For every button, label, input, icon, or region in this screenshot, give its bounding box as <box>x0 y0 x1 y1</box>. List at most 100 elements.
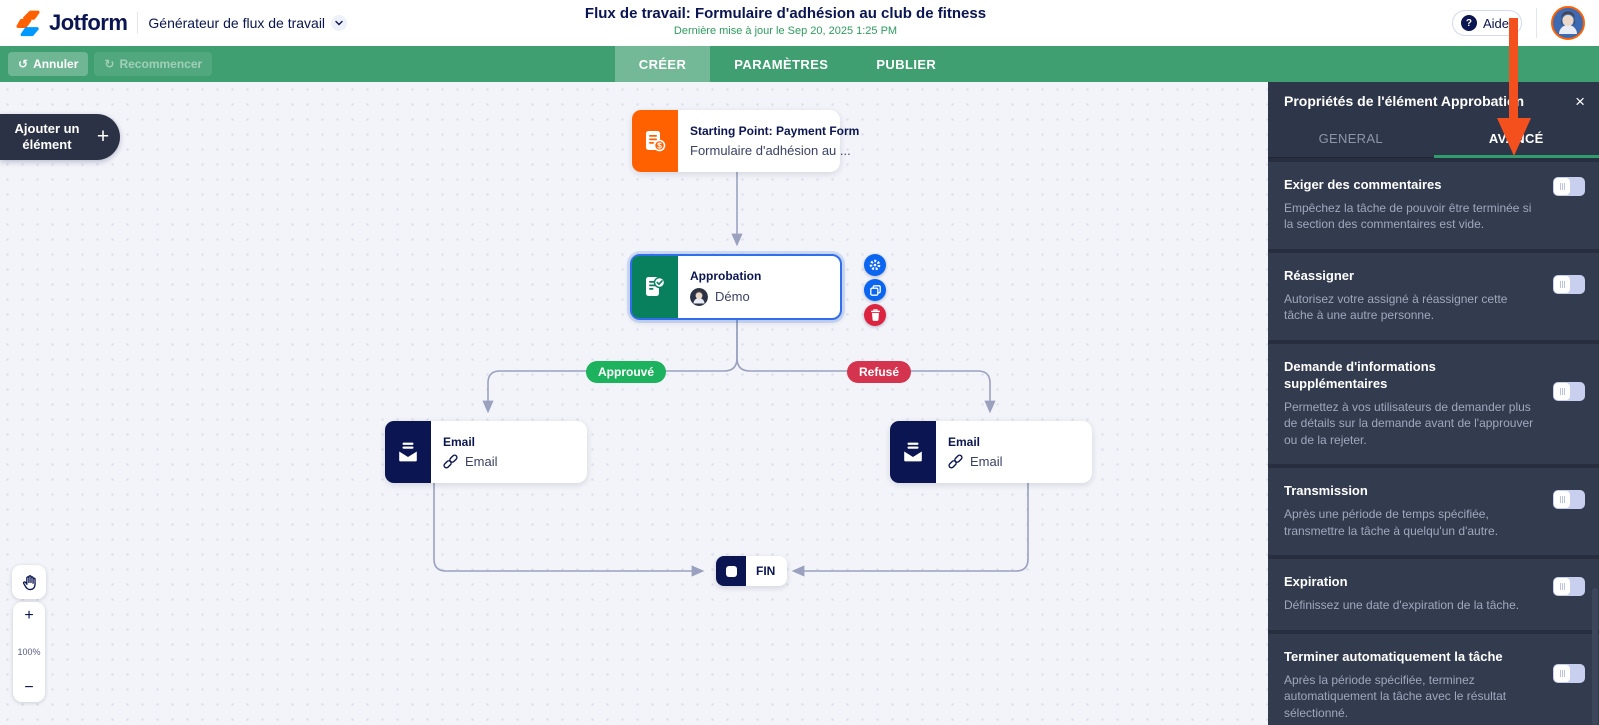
toggle-reassign[interactable] <box>1553 274 1585 294</box>
node-start-payment-form[interactable]: $ Starting Point: Payment Form Formulair… <box>632 110 860 172</box>
undo-icon: ↺ <box>18 57 29 71</box>
email-icon <box>385 421 431 483</box>
toggle-require-comments[interactable] <box>1553 177 1585 196</box>
email-node-title: Email <box>948 435 981 449</box>
jotform-logo[interactable]: Jotform <box>14 9 128 37</box>
node-email-approved[interactable]: Email Email <box>385 421 587 483</box>
copy-icon <box>869 284 881 296</box>
top-header: Jotform Générateur de flux de travail Fl… <box>0 0 1599 46</box>
trash-icon <box>870 309 880 321</box>
setting-title: Réassigner <box>1284 267 1355 283</box>
tab-general[interactable]: GENERAL <box>1318 131 1383 146</box>
properties-panel-title: Propriétés de l'élément Approbation <box>1284 93 1525 109</box>
email-icon <box>890 421 936 483</box>
setting-description: Définissez une date d'expiration de la t… <box>1284 598 1520 613</box>
app-switcher[interactable]: Générateur de flux de travail <box>148 15 348 31</box>
tab-publier[interactable]: PUBLIER <box>876 56 937 72</box>
mode-tabs: CRÉER PARAMÈTRES PUBLIER <box>614 46 960 82</box>
setting-description: Empêchez la tâche de pouvoir être termin… <box>1284 200 1532 232</box>
hand-icon <box>23 574 36 590</box>
toggle-expiration[interactable] <box>1553 577 1585 597</box>
node-approval[interactable]: Approbation Démo <box>630 254 842 320</box>
setting-description: Après une période de temps spécifiée, tr… <box>1284 507 1499 538</box>
payment-form-icon: $ <box>632 110 678 172</box>
setting-reassign: Réassigner Autorisez votre assigné à réa… <box>1268 252 1599 340</box>
setting-auto-complete: Terminer automatiquement la tâche Après … <box>1268 633 1599 725</box>
user-avatar[interactable] <box>1551 6 1585 40</box>
approval-node-title: Approbation <box>690 268 762 283</box>
flow-title-block: Flux de travail: Formulaire d'adhésion a… <box>585 5 986 37</box>
zoom-controls: + 100% − <box>13 602 45 702</box>
builder-toolbar: ↺ Annuler ↻ Recommencer CRÉER PARAMÈTRES… <box>0 46 1599 82</box>
tab-avance[interactable]: AVANCÉ <box>1433 120 1599 158</box>
assignee-name: Démo <box>715 289 750 304</box>
page-title: Flux de travail: Formulaire d'adhésion a… <box>584 5 987 22</box>
gear-icon <box>869 259 881 271</box>
header-divider <box>137 12 139 34</box>
plus-icon: + <box>96 125 110 148</box>
undo-button[interactable]: ↺ Annuler <box>8 52 89 76</box>
last-updated-label: Dernière mise à jour le Sep 20, 2025 1:2… <box>673 25 898 37</box>
end-stop-icon <box>716 556 746 586</box>
end-node-label: FIN <box>756 564 776 578</box>
node-end[interactable]: FIN <box>716 556 788 586</box>
email-node-title: Email <box>443 435 476 449</box>
setting-require-comments: Exiger des commentaires Empêchez la tâch… <box>1268 162 1599 249</box>
add-element-button[interactable]: Ajouter un élément + <box>0 114 120 160</box>
start-node-title: Starting Point: Payment Form <box>690 124 860 138</box>
zoom-level-label: 100% <box>17 647 41 657</box>
avatar-illustration <box>1553 8 1583 38</box>
settings-list: Exiger des commentaires Empêchez la tâch… <box>1268 162 1599 725</box>
svg-text:$: $ <box>657 141 662 151</box>
redo-icon: ↻ <box>104 57 115 71</box>
pan-tool-button[interactable] <box>12 565 46 599</box>
link-icon <box>443 454 458 469</box>
properties-tabs: GENERAL AVANCÉ <box>1268 120 1599 158</box>
setting-title: Exiger des commentaires <box>1284 177 1442 192</box>
setting-request-more-info: Demande d'informations supplémentaires P… <box>1268 343 1599 465</box>
node-action-buttons <box>864 254 886 326</box>
branch-label-approved: Approuvé <box>586 361 667 383</box>
setting-title: Transmission <box>1284 483 1368 499</box>
tab-parametres[interactable]: PARAMÈTRES <box>734 56 829 72</box>
branch-label-rejected: Refusé <box>847 361 912 383</box>
workflow-connectors <box>433 172 1029 577</box>
email-link-label: Email <box>970 454 1003 469</box>
node-duplicate-button[interactable] <box>864 279 886 301</box>
setting-title: Terminer automatiquement la tâche <box>1284 648 1503 664</box>
add-element-label: Ajouter un élément <box>14 120 80 152</box>
link-icon <box>948 454 963 469</box>
panel-scrollbar[interactable] <box>1592 588 1598 725</box>
email-link-label: Email <box>465 454 498 469</box>
jotform-logo-text: Jotform <box>49 10 128 35</box>
setting-title: Demande d'informations supplémentaires <box>1284 358 1436 391</box>
node-settings-button[interactable] <box>864 254 886 276</box>
setting-expiration: Expiration Définissez une date d'expirat… <box>1268 559 1599 630</box>
jotform-logo-icon <box>16 10 40 37</box>
toggle-forwarding[interactable] <box>1553 490 1585 510</box>
setting-description: Après la période spécifiée, terminez aut… <box>1284 672 1507 720</box>
help-button-label: Aide <box>1482 15 1509 31</box>
close-icon[interactable]: × <box>1575 91 1585 111</box>
redo-label: Recommencer <box>119 57 203 71</box>
toggle-auto-complete[interactable] <box>1553 663 1585 683</box>
zoom-in-button[interactable]: + <box>24 607 34 624</box>
setting-description: Permettez à vos utilisateurs de demander… <box>1284 399 1534 447</box>
node-email-rejected[interactable]: Email Email <box>890 421 1092 483</box>
setting-forwarding: Transmission Après une période de temps … <box>1268 468 1599 556</box>
tab-creer[interactable]: CRÉER <box>614 46 711 82</box>
question-icon: ? <box>1460 15 1477 31</box>
zoom-out-button[interactable]: − <box>24 679 34 696</box>
chevron-down-icon <box>331 15 348 31</box>
redo-button[interactable]: ↻ Recommencer <box>94 52 213 76</box>
assignee-avatar <box>690 287 708 306</box>
workflow-canvas[interactable]: Ajouter un élément + $ Starting Point: P… <box>0 82 1268 725</box>
node-delete-button[interactable] <box>864 304 886 326</box>
start-node-subtitle: Formulaire d'adhésion au ... <box>690 143 851 158</box>
app-name-label: Générateur de flux de travail <box>148 15 326 31</box>
help-button[interactable]: ? Aide <box>1451 10 1522 36</box>
toggle-request-more-info[interactable] <box>1553 381 1585 401</box>
setting-description: Autorisez votre assigné à réassigner cet… <box>1284 291 1508 323</box>
header-divider <box>1536 8 1537 38</box>
